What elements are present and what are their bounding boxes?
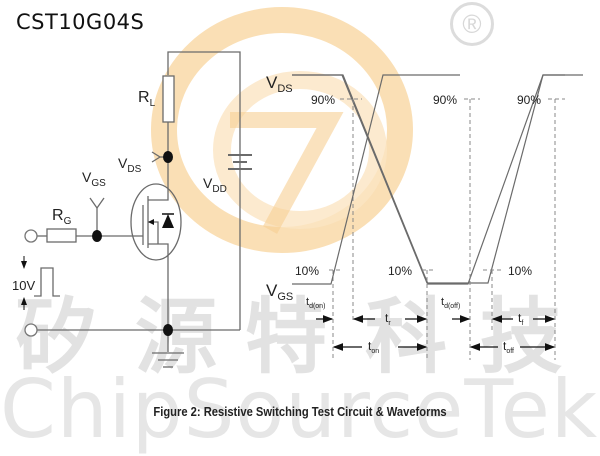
rg-label: RG <box>52 207 72 227</box>
mosfet-outline <box>130 183 182 261</box>
node-source <box>163 324 173 336</box>
pct-10-label: 10% <box>508 264 532 278</box>
timing-arrows <box>316 315 556 351</box>
toff-label: toff <box>503 339 514 355</box>
pulse-symbol <box>34 267 60 297</box>
mosfet-source <box>148 243 169 330</box>
td-on-label: td(on) <box>306 296 325 310</box>
watermark-char: 矽 <box>15 289 98 385</box>
vds-trace <box>292 74 583 285</box>
pct-90-label: 90% <box>433 93 457 107</box>
tr-label: tr <box>385 311 391 327</box>
node-gate <box>92 230 102 242</box>
body-diode <box>162 214 174 228</box>
vds-label: VDS <box>118 155 142 175</box>
terminals <box>24 229 38 337</box>
waveform-lines <box>292 74 583 285</box>
vdd-label: VDD <box>203 175 227 195</box>
wave-vgs-label: VGS <box>266 281 293 303</box>
pulse-amplitude-label: 10V <box>12 278 35 293</box>
watermark-char: 源 <box>135 289 218 385</box>
logo-seven-mark <box>230 112 344 234</box>
wire-top <box>167 51 241 330</box>
logo-outer-ring <box>151 7 413 253</box>
watermark-char: 技 <box>480 289 563 385</box>
input-terminal <box>24 229 38 243</box>
watermark-char: 科 <box>365 289 448 385</box>
watermark-char: 特 <box>245 289 328 385</box>
logo-inner-ring <box>213 71 387 229</box>
figure-caption: Figure 2: Resistive Switching Test Circu… <box>153 404 447 419</box>
circuit <box>34 51 252 368</box>
pct-10-label: 10% <box>295 264 319 278</box>
tf-label: tf <box>518 311 523 327</box>
rising-then-high-trace <box>292 74 460 285</box>
ton-label: ton <box>368 339 379 355</box>
rl-label: RL <box>138 89 156 109</box>
ground-terminal <box>24 323 38 337</box>
registered-mark: ® <box>450 2 494 46</box>
vgs-label: VGS <box>82 169 106 189</box>
mosfet-drain <box>148 196 169 201</box>
wave-vds-label: VDS <box>266 73 293 95</box>
pct-90-label: 90% <box>517 93 541 107</box>
td-off-label: td(off) <box>441 296 460 310</box>
nodes <box>92 151 174 336</box>
node-drain <box>163 151 173 163</box>
pct-10-label: 10% <box>388 264 412 278</box>
chinese-watermark: 矽 源 特 科 技 <box>0 270 600 385</box>
mosfet-arrow <box>148 219 154 225</box>
english-watermark: ChipSourceTek <box>0 363 599 456</box>
pct-90-label: 90% <box>311 93 335 107</box>
part-number-title: CST10G04S <box>16 10 145 34</box>
